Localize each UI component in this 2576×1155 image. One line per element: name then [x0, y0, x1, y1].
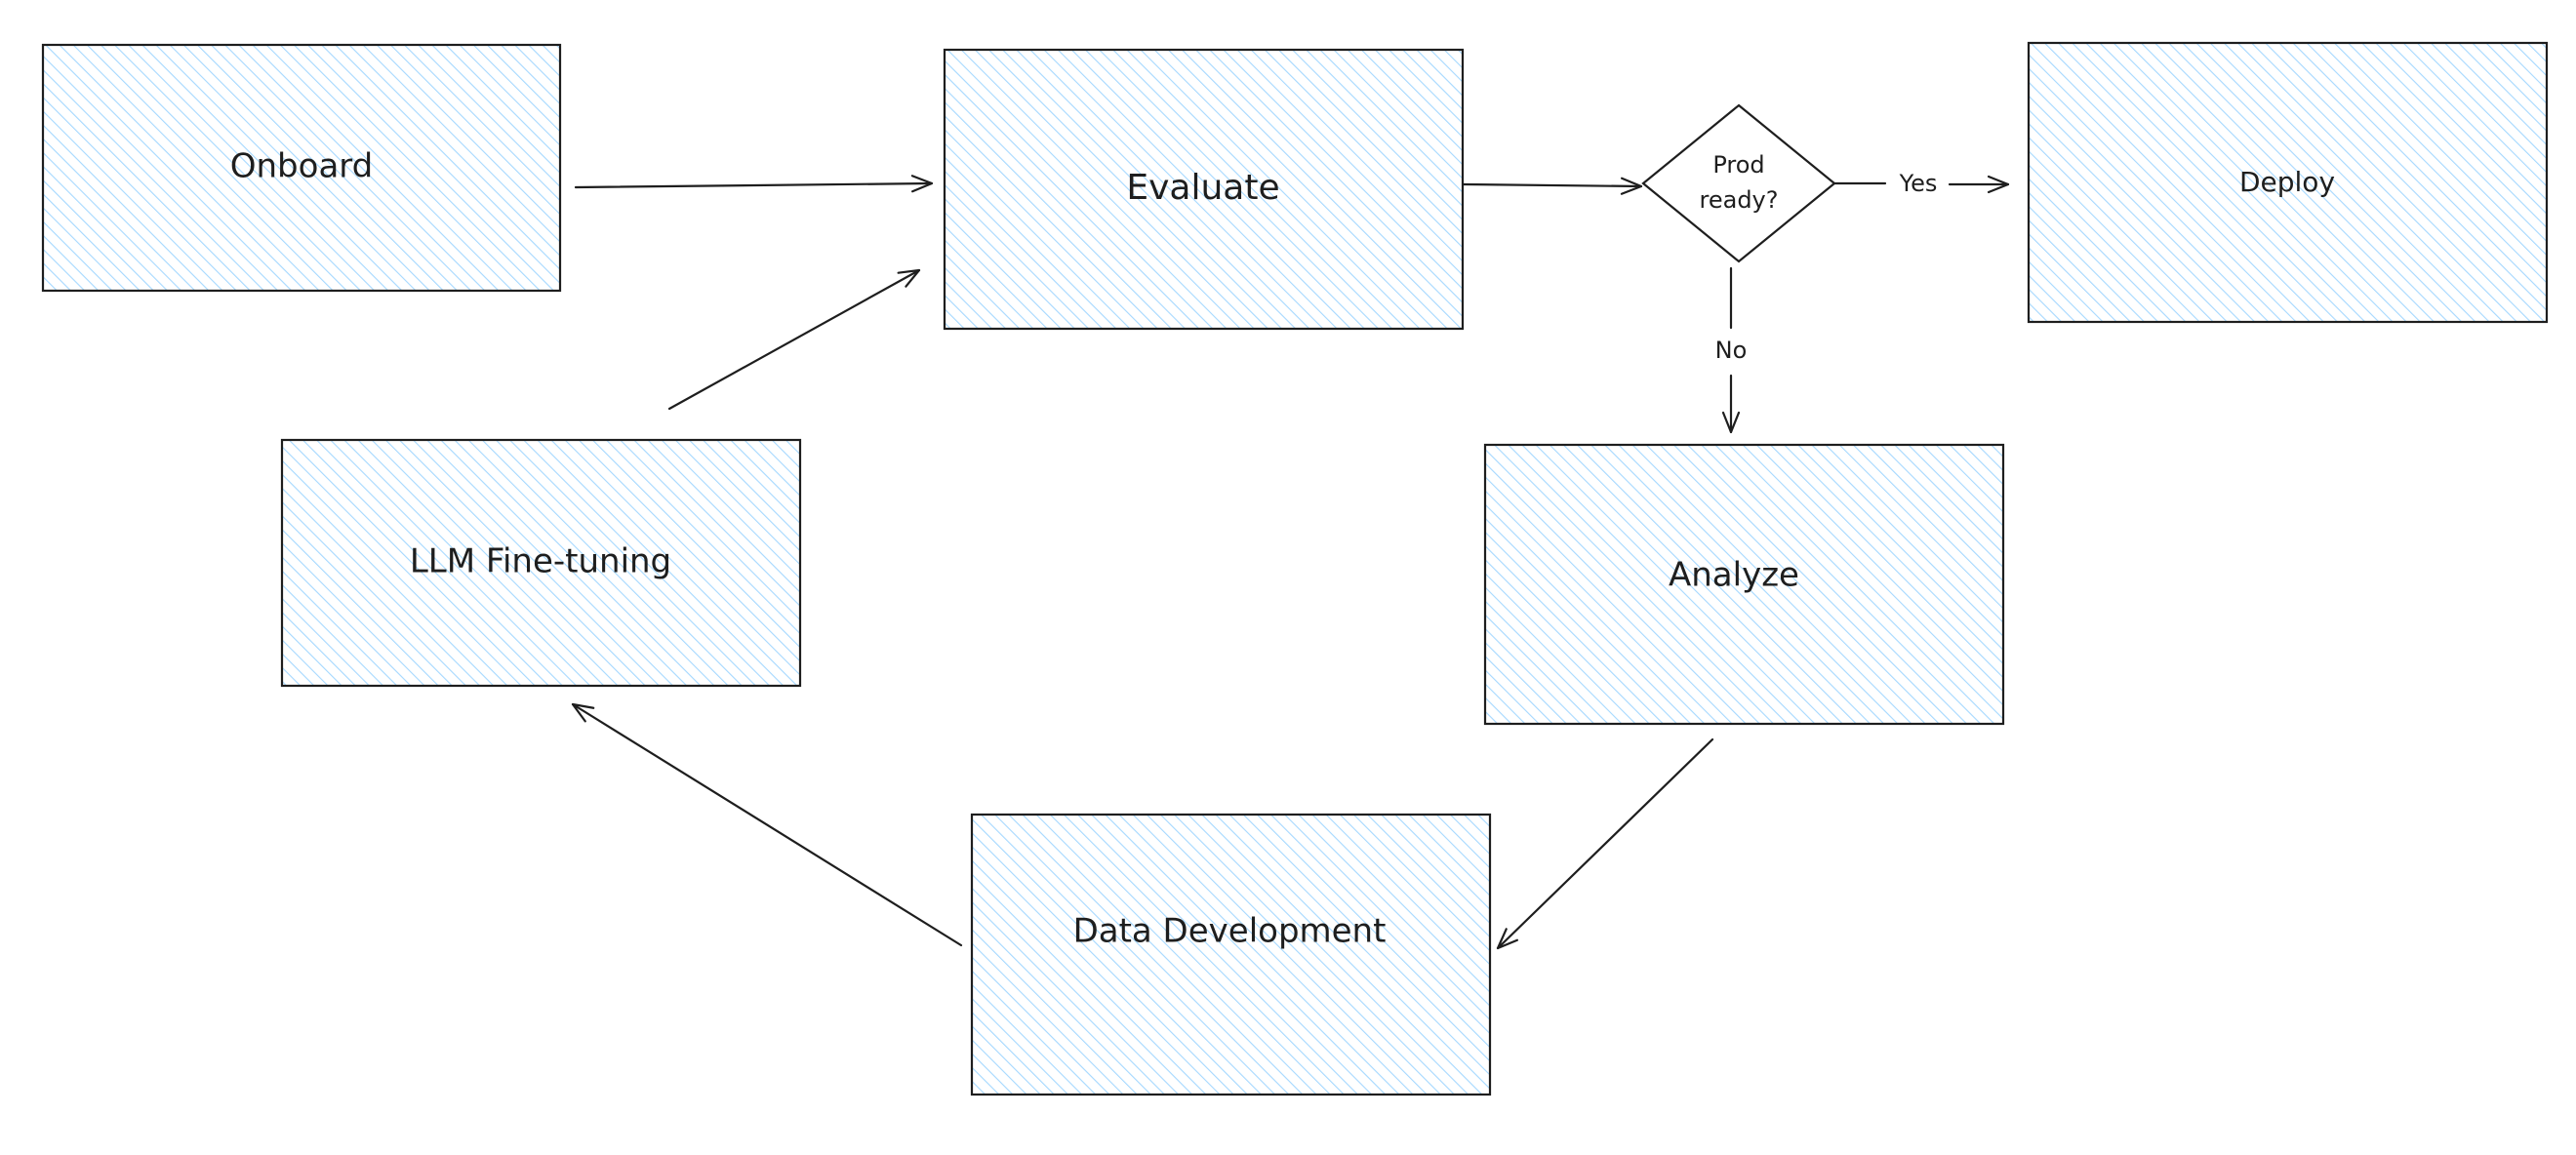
edges: Yes No [571, 170, 2010, 950]
decision-label-line-2: ready? [1700, 186, 1779, 214]
node-onboard[interactable]: Onboard [41, 43, 562, 293]
node-evaluate[interactable]: Evaluate [943, 48, 1465, 331]
node-deploy-label: Deploy [2239, 166, 2335, 198]
node-analyze-label: Analyze [1669, 556, 1799, 595]
node-llm-fine-tuning[interactable]: LLM Fine-tuning [280, 438, 802, 688]
edge-evaluate-to-decision [1462, 177, 1643, 195]
edge-data-development-to-llm-fine-tuning [571, 702, 963, 947]
edge-analyze-to-data-development [1496, 737, 1714, 950]
node-llm-fine-tuning-label: LLM Fine-tuning [410, 542, 671, 581]
node-decision-prod-ready[interactable]: Prod ready? [1641, 103, 1836, 263]
node-data-development-label: Data Development [1073, 912, 1387, 951]
decision-label-line-1: Prod [1712, 151, 1764, 179]
nodes: Onboard Evaluate Prod ready? Deploy LLM … [41, 41, 2549, 1096]
node-data-development[interactable]: Data Development [970, 813, 1492, 1096]
edge-label-no: No [1715, 337, 1748, 364]
node-evaluate-label: Evaluate [1126, 168, 1279, 208]
edge-llm-fine-tuning-to-evaluate [667, 268, 921, 411]
node-analyze[interactable]: Analyze [1483, 443, 2005, 726]
edge-label-yes: Yes [1899, 170, 1938, 197]
edge-onboard-to-evaluate [574, 175, 934, 193]
node-deploy[interactable]: Deploy [2027, 41, 2549, 324]
node-onboard-label: Onboard [230, 147, 374, 186]
